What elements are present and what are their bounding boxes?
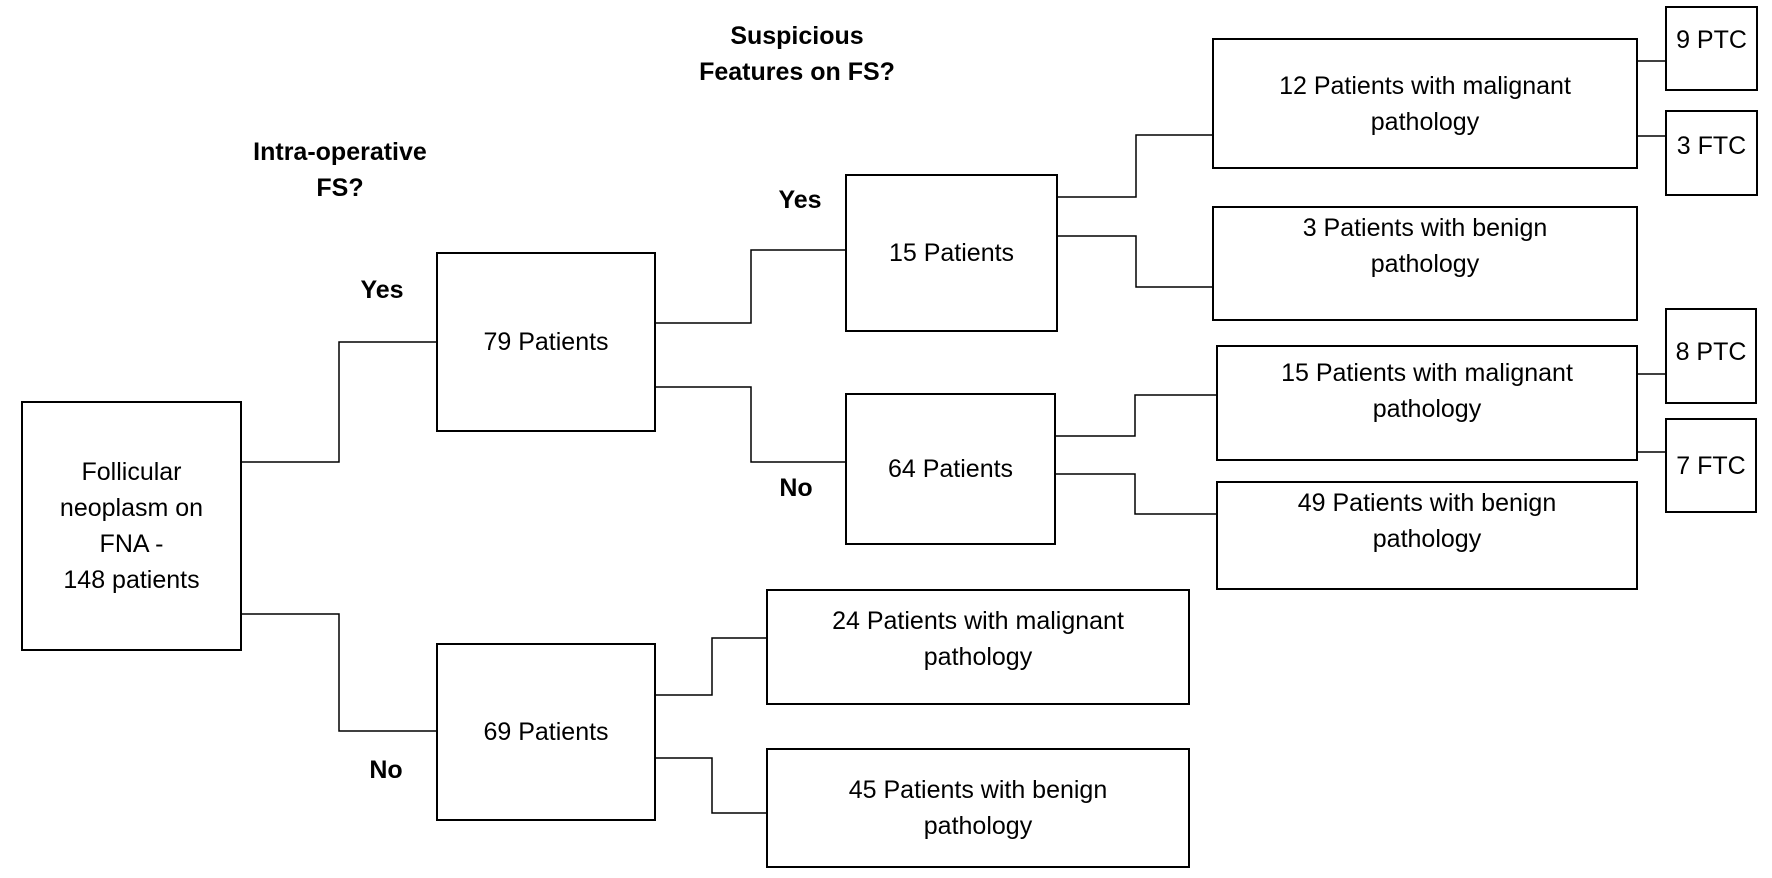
connector-fs-to-suspicious — [656, 249, 846, 324]
fs-patients-node: 79 Patients — [436, 252, 656, 432]
connector-suspicious-to-malignant — [1058, 134, 1213, 198]
not-suspicious-benign-text: 49 Patients with benign pathology — [1297, 489, 1557, 553]
suspicious-patients-node: 15 Patients — [845, 174, 1058, 332]
not-suspicious-ptc-text: 8 PTC — [1675, 338, 1747, 366]
connector-fs-to-not-suspicious — [656, 386, 846, 463]
suspicious-benign-node: 3 Patients with benign pathology — [1212, 206, 1638, 321]
root-node: Follicular neoplasm on FNA - 148 patient… — [21, 401, 242, 651]
no-fs-benign-text: 45 Patients with benign pathology — [848, 776, 1108, 840]
no-fs-benign-node: 45 Patients with benign pathology — [766, 748, 1190, 868]
fs-patients-text: 79 Patients — [483, 328, 609, 356]
not-suspicious-malignant-text: 15 Patients with malignant pathology — [1281, 359, 1573, 423]
connector-not-suspicious-to-malignant — [1056, 394, 1216, 437]
not-suspicious-malignant-node: 15 Patients with malignant pathology — [1216, 345, 1638, 461]
connector-suspicious-to-benign — [1058, 235, 1213, 288]
suspicious-ftc-node: 3 FTC — [1665, 110, 1758, 196]
no-fs-malignant-node: 24 Patients with malignant pathology — [766, 589, 1190, 705]
suspicious-yes-label: Yes — [778, 186, 822, 214]
connector-not-suspicious-to-benign — [1056, 473, 1216, 515]
not-suspicious-ftc-node: 7 FTC — [1665, 418, 1757, 513]
suspicious-malignant-node: 12 Patients with malignant pathology — [1212, 38, 1638, 169]
suspicious-ftc-text: 3 FTC — [1676, 132, 1747, 160]
intraoperative-fs-heading: Intra-operative FS? — [253, 138, 427, 202]
not-suspicious-patients-text: 64 Patients — [887, 455, 1014, 483]
suspicious-no-label: No — [779, 474, 813, 502]
suspicious-ptc-text: 9 PTC — [1676, 26, 1747, 54]
root-node-text: Follicular neoplasm on FNA - 148 patient… — [59, 458, 204, 594]
not-suspicious-ptc-node: 8 PTC — [1665, 308, 1757, 404]
not-suspicious-benign-node: 49 Patients with benign pathology — [1216, 481, 1638, 590]
connector-root-to-fs — [242, 341, 437, 463]
suspicious-benign-text: 3 Patients with benign pathology — [1302, 214, 1548, 278]
no-fs-malignant-text: 24 Patients with malignant pathology — [832, 607, 1124, 671]
suspicious-ptc-node: 9 PTC — [1665, 6, 1758, 91]
suspicious-features-heading: Suspicious Features on FS? — [699, 22, 895, 86]
suspicious-malignant-text: 12 Patients with malignant pathology — [1279, 71, 1571, 136]
connector-no-fs-to-malignant — [656, 637, 767, 696]
connector-no-fs-to-benign — [656, 757, 767, 814]
no-fs-patients-text: 69 Patients — [483, 718, 609, 746]
connector-root-to-no-fs — [242, 613, 437, 732]
not-suspicious-patients-node: 64 Patients — [845, 393, 1056, 545]
fs-yes-label: Yes — [360, 276, 404, 304]
not-suspicious-ftc-text: 7 FTC — [1676, 451, 1746, 480]
fs-no-label: No — [369, 756, 403, 784]
no-fs-patients-node: 69 Patients — [436, 643, 656, 821]
suspicious-patients-text: 15 Patients — [888, 239, 1015, 267]
